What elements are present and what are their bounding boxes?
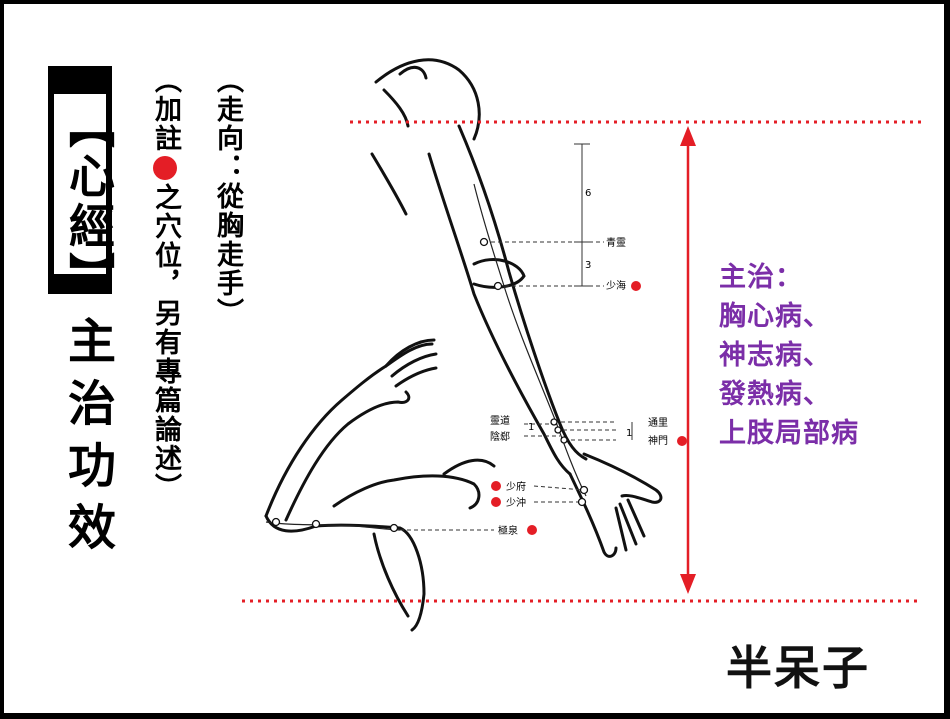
brand-logo: 半呆子 bbox=[726, 641, 870, 695]
treatment-list: 主治： 胸心病、 神志病、 發熱病、 上肢局部病 bbox=[719, 258, 859, 453]
point-label-jiquan: 極泉 bbox=[498, 524, 518, 537]
point-label-shaochong: 少沖 bbox=[506, 496, 526, 509]
direction-note: （走向：從胸走手） bbox=[212, 66, 243, 327]
red-dot-icon bbox=[153, 156, 177, 180]
measure-label-6: 6 bbox=[585, 188, 591, 199]
treatment-item: 神志病、 bbox=[719, 340, 831, 371]
point-label-shaohai: 少海 bbox=[606, 279, 626, 292]
diagram-canvas: 【心經】 主治功效 （加註之穴位，另有專篇論述） （走向：從胸走手） bbox=[4, 4, 944, 713]
treatment-heading: 主治： bbox=[719, 262, 803, 293]
point-label-qingling: 青靈 bbox=[606, 236, 626, 249]
red-dot-shaofu bbox=[491, 481, 501, 491]
red-dot-shaochong bbox=[491, 497, 501, 507]
point-label-lingdao: 靈道 bbox=[490, 414, 510, 427]
treatment-item: 上肢局部病 bbox=[719, 418, 859, 449]
red-dot-shaohai bbox=[631, 281, 641, 291]
treatment-item: 發熱病、 bbox=[719, 379, 831, 410]
arrow-up-icon bbox=[680, 126, 696, 146]
note-suffix: 之穴位，另有專篇論述） bbox=[150, 183, 181, 502]
measure-label-3: 3 bbox=[585, 260, 591, 271]
range-indicator bbox=[242, 120, 922, 603]
note-prefix: （加註 bbox=[150, 66, 181, 153]
title-bracket-inner bbox=[54, 94, 106, 274]
point-label-tongli: 通里 bbox=[648, 417, 668, 429]
red-dot-jiquan bbox=[527, 525, 537, 535]
point-label-shaofu: 少府 bbox=[506, 480, 526, 493]
treatment-item: 胸心病、 bbox=[719, 301, 831, 332]
page-title: 【心經】 bbox=[62, 102, 116, 302]
measure-label-1b: 1 bbox=[626, 428, 632, 439]
acupoint-markers bbox=[271, 237, 589, 533]
note-column: （加註之穴位，另有專篇論述） bbox=[150, 66, 181, 502]
arm-illustration: 6 3 1 1 青靈 少海 靈道 陰郄 通里 神門 少府 少沖 極泉 bbox=[242, 58, 922, 632]
red-dot-shenmen bbox=[677, 436, 687, 446]
arrow-down-icon bbox=[680, 574, 696, 594]
measure-label-1a: 1 bbox=[528, 422, 534, 433]
bent-arm-drawing bbox=[264, 338, 496, 632]
effect-heading: 主治功效 bbox=[59, 316, 115, 564]
meridian-lines bbox=[265, 183, 587, 531]
point-label-shenmen: 神門 bbox=[648, 434, 668, 447]
point-label-yinxi: 陰郄 bbox=[490, 430, 510, 443]
measure-scale bbox=[574, 143, 633, 440]
